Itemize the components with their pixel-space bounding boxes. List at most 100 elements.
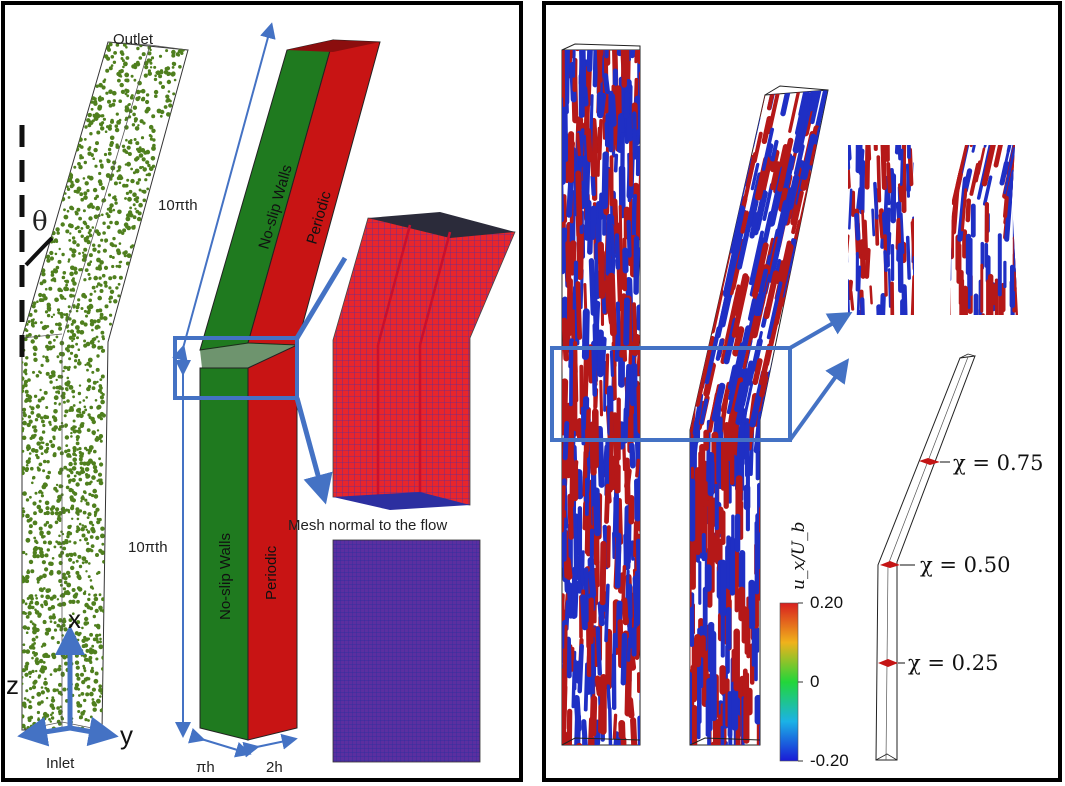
particle (99, 315, 104, 320)
particle (135, 181, 140, 185)
velocity-streak (845, 40, 851, 69)
particle (81, 156, 84, 160)
particle (91, 644, 95, 648)
velocity-streak (1003, 147, 1016, 195)
particle (28, 399, 32, 403)
particle (59, 311, 64, 317)
particle (98, 517, 102, 522)
particle (45, 475, 50, 480)
particle (161, 85, 165, 89)
particle (91, 343, 97, 349)
particle (98, 182, 103, 186)
particle (88, 415, 92, 420)
particle (95, 722, 100, 726)
particle (103, 78, 107, 81)
particle (34, 449, 39, 453)
particle (43, 482, 48, 488)
velocity-streak (1026, 110, 1033, 143)
particle (55, 335, 59, 339)
particle (49, 256, 55, 261)
velocity-streak (562, 378, 569, 436)
particle (34, 601, 38, 605)
velocity-streak (614, 532, 622, 589)
velocity-streak (627, 583, 633, 619)
axis-y-label: y (120, 720, 133, 750)
particle (132, 171, 136, 175)
particle (108, 286, 112, 290)
particle (79, 320, 85, 325)
particle (62, 400, 66, 404)
particle (166, 112, 171, 117)
velocity-streak (569, 240, 577, 276)
particle (136, 60, 140, 65)
particle (49, 329, 55, 334)
velocity-streak (849, 15, 856, 44)
particle (57, 322, 62, 327)
particle (101, 597, 105, 602)
particle (36, 580, 40, 584)
particle (93, 494, 99, 499)
velocity-streak (781, 20, 789, 58)
velocity-streak (562, 207, 564, 251)
particle (59, 545, 63, 549)
particle (85, 224, 90, 230)
particle (35, 597, 38, 600)
particle (137, 124, 140, 127)
particle (49, 423, 52, 426)
particle (55, 489, 59, 493)
particle (84, 481, 90, 486)
particle (47, 540, 53, 545)
particle (73, 491, 78, 496)
particle (94, 325, 99, 330)
velocity-streak (765, 303, 783, 366)
particle (91, 475, 96, 480)
particle (63, 214, 69, 220)
particle (89, 585, 94, 589)
particle (25, 459, 31, 465)
particle (91, 523, 95, 527)
particle (86, 368, 89, 372)
particle (116, 71, 121, 77)
velocity-streak (567, 582, 574, 619)
particle (66, 468, 69, 471)
particle (22, 675, 24, 679)
particle (56, 308, 61, 312)
velocity-streak (617, 619, 624, 668)
particle (25, 513, 30, 519)
velocity-streak (605, 213, 613, 276)
particle (88, 520, 93, 525)
particle (91, 386, 96, 391)
particle (117, 264, 122, 269)
mesh-caption: Mesh normal to the flow (288, 517, 447, 534)
particle (87, 637, 91, 641)
particle (26, 597, 30, 600)
velocity-streak (624, 363, 631, 418)
particle (95, 367, 100, 372)
particle (101, 213, 104, 217)
particle (80, 649, 84, 652)
axis-z-label: z (6, 670, 19, 700)
velocity-streak (766, 281, 783, 340)
upper-length-arrow (172, 22, 276, 362)
particle (67, 511, 71, 514)
velocity-streak (573, 341, 579, 403)
particle (78, 564, 83, 569)
particle (99, 289, 104, 293)
velocity-streak (626, 696, 635, 719)
particle (91, 370, 95, 374)
particle (68, 357, 72, 361)
particle (29, 517, 33, 521)
particle (89, 319, 94, 323)
velocity-streak (837, 98, 841, 117)
particle (33, 309, 38, 313)
velocity-streak (562, 347, 563, 377)
particle (67, 305, 71, 309)
particle (58, 519, 62, 522)
particle (117, 209, 122, 215)
particle (122, 65, 125, 69)
particle (56, 231, 60, 235)
particle (51, 557, 55, 560)
particle (88, 562, 91, 565)
velocity-streak (598, 192, 604, 220)
particle (52, 240, 56, 244)
